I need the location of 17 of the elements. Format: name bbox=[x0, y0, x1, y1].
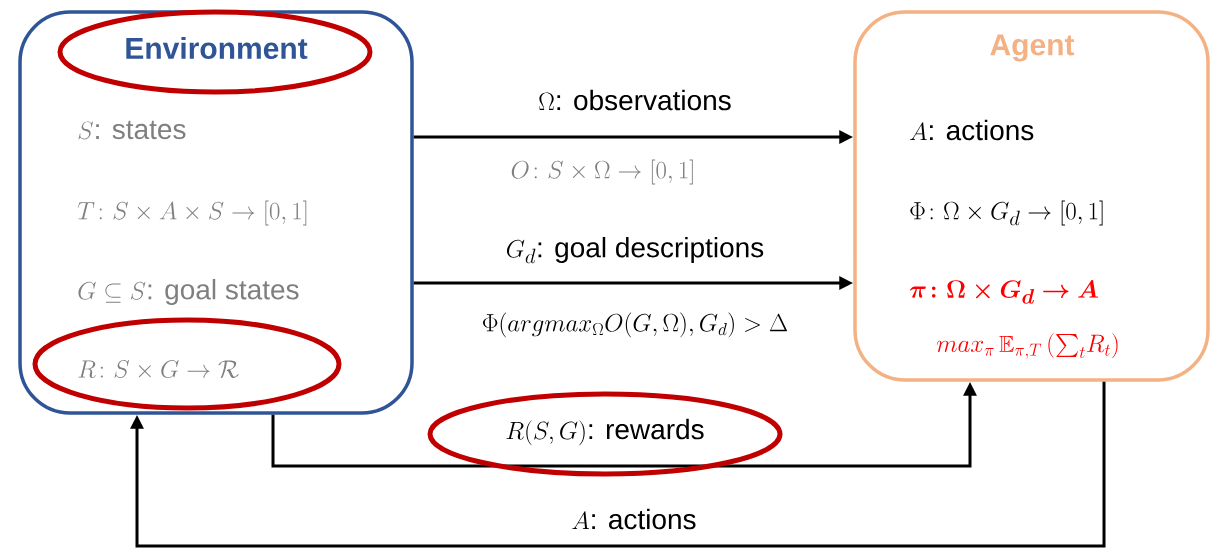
formula-text: $T\colon S\times A\times S \to [0,1]$ bbox=[77, 200, 307, 226]
formula-text: $\boldsymbol{\pi\colon \Omega\times G_d \to A}$ bbox=[910, 279, 1098, 304]
formula-text: $G \subseteq S\text{: goal states}$ bbox=[78, 278, 299, 306]
formula-text: $\Phi\colon \Omega\times G_d \to [0,1]$ bbox=[910, 200, 1103, 226]
edge-label: $\Omega\text{: observations}$ bbox=[539, 89, 731, 111]
formula-label: $\Phi(argmax_\Omega O(G,\Omega), G_d) > \Delta$ bbox=[483, 312, 788, 338]
formula-text: $max_\pi\, \mathbb{E}_{\pi,T}\, ({\textstyle\sum_t} R_t)$ bbox=[936, 333, 1118, 359]
edge-label: $G_d\text{: goal descriptions}$ bbox=[506, 236, 764, 264]
box-title: Environment bbox=[126, 37, 308, 60]
edge-label: $R(S,G)\text{: rewards}$ bbox=[506, 418, 704, 446]
edge-label: $A\text{: actions}$ bbox=[572, 508, 696, 530]
box-title: Agent bbox=[990, 34, 1075, 62]
arrow bbox=[130, 381, 1106, 548]
formula-label: $O\colon S\times\Omega \to [0,1]$ bbox=[511, 159, 693, 185]
formula-text: $R\colon S\times G \to \mathcal{R}$ bbox=[78, 359, 239, 378]
formula-text: $A\text{: actions}$ bbox=[910, 119, 1034, 141]
formula-text: $S\text{: states}$ bbox=[78, 120, 186, 140]
